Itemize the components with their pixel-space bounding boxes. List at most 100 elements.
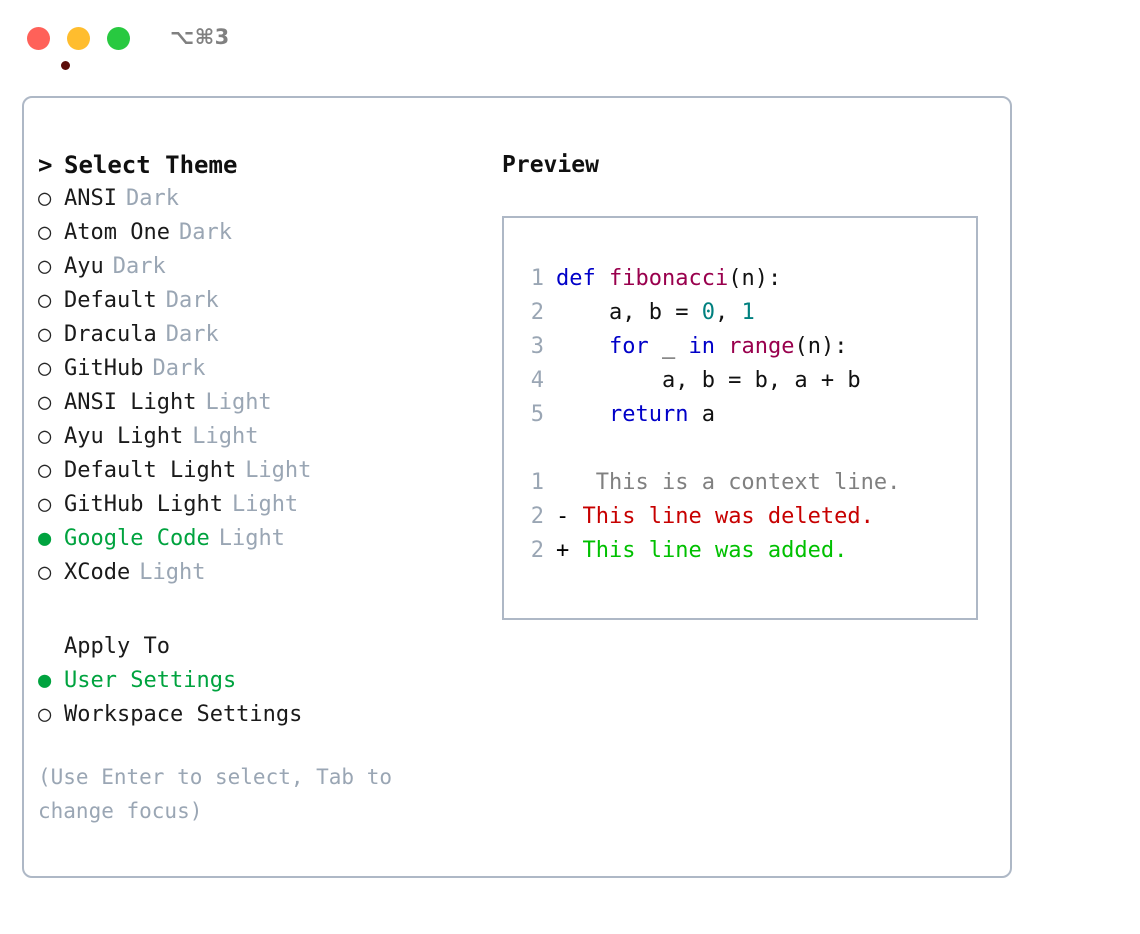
theme-option-label: ANSI Light xyxy=(64,390,197,415)
preview-title: Preview xyxy=(502,152,599,178)
code-line-number: 5 xyxy=(530,402,544,427)
theme-option-xcode[interactable]: ○ XCode Light xyxy=(38,556,488,590)
code-line-content: for _ in range(n): xyxy=(556,330,847,364)
theme-variant-badge: Light xyxy=(139,560,206,585)
theme-option-atom-one[interactable]: ○ Atom One Dark xyxy=(38,216,488,250)
apply-to-option-workspace-settings[interactable]: ○ Workspace Settings xyxy=(38,698,488,732)
code-line-number: 1 xyxy=(530,470,544,495)
minimize-button[interactable] xyxy=(67,27,90,50)
code-line-number: 2 xyxy=(530,504,544,529)
apply-to-option-user-settings[interactable]: ● User Settings xyxy=(38,664,488,698)
radio-unselected-icon: ○ xyxy=(38,186,52,211)
code-token-num: 1 xyxy=(741,300,755,325)
theme-variant-badge: Dark xyxy=(178,220,232,245)
radio-selected-icon: ● xyxy=(38,526,52,551)
code-token-pl: (n): xyxy=(728,266,782,291)
recording-indicator-icon xyxy=(61,61,70,70)
apply-to-option-list: ● User Settings ○ Workspace Settings xyxy=(38,664,488,732)
code-token-kw: for xyxy=(608,334,649,359)
radio-unselected-icon: ○ xyxy=(38,424,52,449)
theme-option-label: Ayu xyxy=(64,254,104,279)
code-token-kw: in xyxy=(688,334,715,359)
code-token-pl: a xyxy=(688,402,715,427)
theme-option-default-light[interactable]: ○ Default Light Light xyxy=(38,454,488,488)
diff-marker: - xyxy=(556,504,570,529)
apply-to-marker-placeholder: ○ xyxy=(38,630,64,664)
maximize-button[interactable] xyxy=(107,27,130,50)
code-line-number: 2 xyxy=(530,538,544,563)
theme-variant-badge: Dark xyxy=(165,288,219,313)
code-token-fn: range xyxy=(728,334,795,359)
code-token-pl: a, b = b, a + b xyxy=(556,368,861,393)
page-title: Select Theme xyxy=(64,151,238,179)
code-token-pl xyxy=(715,334,728,359)
theme-option-label: Google Code xyxy=(64,526,210,551)
select-theme-header: > Select Theme xyxy=(38,148,488,182)
theme-option-ayu-light[interactable]: ○ Ayu Light Light xyxy=(38,420,488,454)
code-line: 2 a, b = 0, 1 xyxy=(518,296,970,330)
keyboard-hint-text: (Use Enter to select, Tab to change focu… xyxy=(38,765,393,823)
theme-option-ayu[interactable]: ○ Ayu Dark xyxy=(38,250,488,284)
code-line-content: a, b = 0, 1 xyxy=(556,296,755,330)
code-token-kw: def xyxy=(556,266,609,291)
theme-option-label: GitHub xyxy=(64,356,144,381)
theme-option-label: Default Light xyxy=(64,458,237,483)
code-token-pl: _ xyxy=(648,334,689,359)
radio-unselected-icon: ○ xyxy=(38,254,52,279)
code-line-content: a, b = b, a + b xyxy=(556,364,861,398)
diff-line-del: 2- This line was deleted. xyxy=(518,500,970,534)
apply-to-title: Apply To xyxy=(64,634,170,659)
theme-option-google-code[interactable]: ● Google Code Light xyxy=(38,522,488,556)
theme-variant-badge: Light xyxy=(218,526,285,551)
theme-option-ansi-light[interactable]: ○ ANSI Light Light xyxy=(38,386,488,420)
theme-variant-badge: Light xyxy=(192,424,259,449)
theme-option-label: Dracula xyxy=(64,322,157,347)
theme-option-label: Atom One xyxy=(64,220,170,245)
diff-line-content: This line was deleted. xyxy=(569,504,874,529)
apply-to-header: ○ Apply To xyxy=(38,630,488,664)
theme-variant-badge: Dark xyxy=(112,254,166,279)
radio-unselected-icon: ○ xyxy=(38,560,52,585)
theme-option-label: XCode xyxy=(64,560,131,585)
radio-unselected-icon: ○ xyxy=(38,702,52,727)
diff-line-add: 2+ This line was added. xyxy=(518,534,970,568)
code-token-pl xyxy=(556,402,609,427)
theme-option-label: ANSI xyxy=(64,186,117,211)
code-token-fn: fibonacci xyxy=(608,266,729,291)
apply-to-option-label: User Settings xyxy=(64,668,237,693)
close-button[interactable] xyxy=(27,27,70,70)
code-token-num: 0 xyxy=(701,300,715,325)
radio-selected-icon: ● xyxy=(38,668,52,693)
code-line: 3 for _ in range(n): xyxy=(518,330,970,364)
theme-variant-badge: Dark xyxy=(125,186,179,211)
radio-unselected-icon: ○ xyxy=(38,322,52,347)
caret-icon: > xyxy=(38,151,53,179)
theme-variant-badge: Light xyxy=(205,390,272,415)
code-token-pl: a, b = xyxy=(556,300,702,325)
title-bar: ⌥⌘3 xyxy=(0,0,1140,78)
theme-variant-badge: Light xyxy=(245,458,312,483)
code-line-content: return a xyxy=(556,398,715,432)
code-blank-line xyxy=(518,432,970,466)
theme-option-label: Ayu Light xyxy=(64,424,184,449)
radio-unselected-icon: ○ xyxy=(38,220,52,245)
code-line: 4 a, b = b, a + b xyxy=(518,364,970,398)
code-line: 5 return a xyxy=(518,398,970,432)
diff-line-ctx: 1 This is a context line. xyxy=(518,466,970,500)
list-spacer xyxy=(38,590,488,630)
radio-unselected-icon: ○ xyxy=(38,458,52,483)
shortcut-hint-label: ⌥⌘3 xyxy=(170,25,230,49)
radio-unselected-icon: ○ xyxy=(38,390,52,415)
apply-to-option-label: Workspace Settings xyxy=(64,702,303,727)
theme-option-label: GitHub Light xyxy=(64,492,223,517)
theme-option-ansi[interactable]: ○ ANSI Dark xyxy=(38,182,488,216)
